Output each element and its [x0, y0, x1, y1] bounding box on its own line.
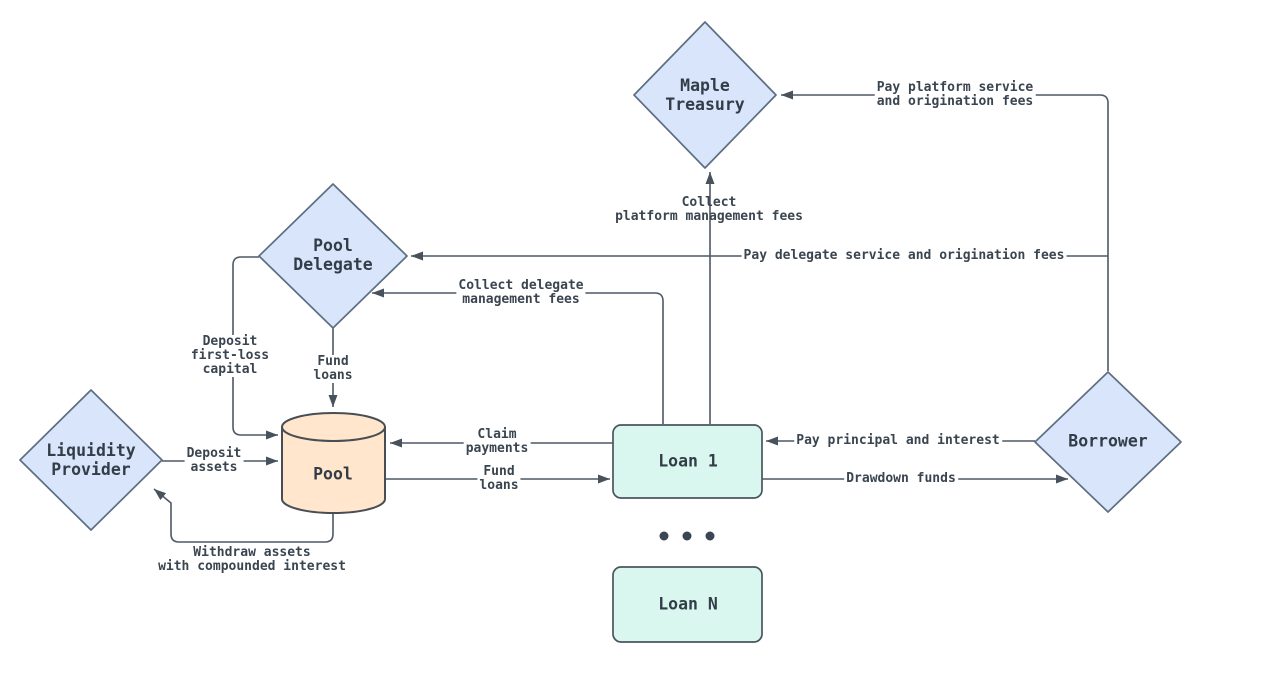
maple-treasury-node [633, 21, 777, 169]
liquidity-provider-node [19, 389, 163, 531]
ellipsis-dots-icon [659, 531, 715, 541]
pay-platform-fees-edge [781, 90, 1109, 371]
loan-n-node [612, 566, 763, 643]
loan-1-node [612, 424, 763, 499]
pool-delegate-node [258, 183, 408, 329]
borrower-node [1034, 371, 1182, 513]
pool-node-top [281, 412, 386, 442]
collect-delegate-fees-edge [372, 288, 664, 424]
withdraw-assets-edge [153, 488, 334, 543]
deposit-first-loss-edge [232, 256, 278, 440]
pool-node-body [281, 427, 386, 514]
